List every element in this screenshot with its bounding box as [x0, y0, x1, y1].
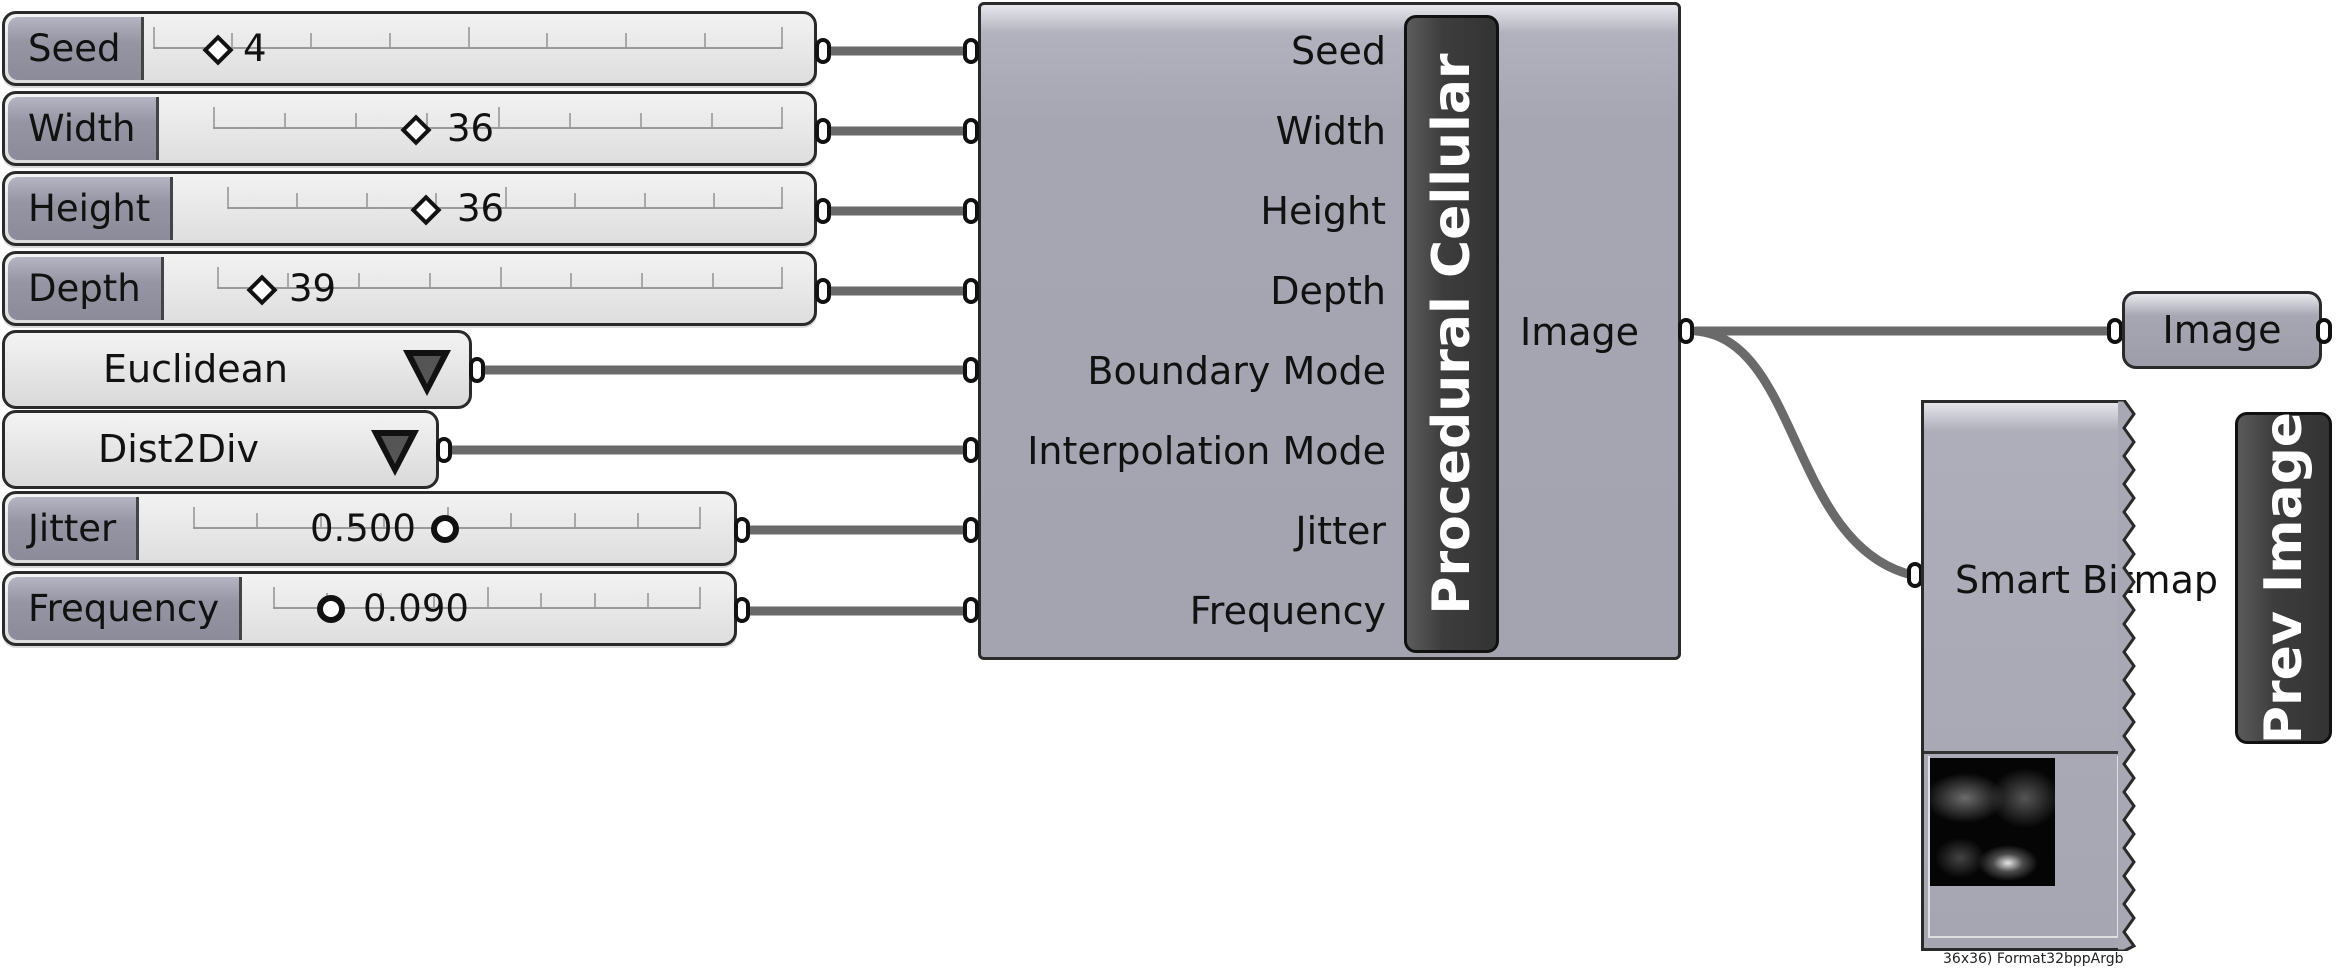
input-grip[interactable] — [2107, 318, 2123, 344]
slider-value: 36 — [447, 107, 495, 150]
component-title-bar[interactable]: Procedural Cellular — [1404, 15, 1499, 653]
input-width-label: Width — [1275, 109, 1386, 153]
slider-label: Frequency — [8, 577, 243, 640]
output-grip[interactable] — [2316, 318, 2332, 344]
zigzag-edge — [2118, 400, 2137, 951]
slider-label: Height — [8, 177, 174, 240]
slider-label: Jitter — [8, 497, 140, 560]
slider-value: 0.090 — [363, 587, 469, 630]
seed-slider[interactable]: Seed 4 — [2, 11, 817, 86]
dropdown-arrow-icon[interactable] — [371, 430, 419, 476]
input-boundary-mode-label: Boundary Mode — [1087, 349, 1386, 393]
input-height-label: Height — [1260, 189, 1386, 233]
width-slider[interactable]: Width 36 — [2, 91, 817, 166]
jitter-slider[interactable]: Jitter 0.500 — [2, 491, 737, 566]
boundary-mode-value-list[interactable]: Euclidean — [2, 330, 472, 409]
input-interpolation-mode-label: Interpolation Mode — [1027, 429, 1386, 473]
input-grip[interactable] — [963, 118, 979, 144]
value-list-value: Dist2Div — [98, 427, 259, 471]
input-depth-label: Depth — [1270, 269, 1386, 313]
slider-handle[interactable] — [317, 595, 345, 623]
input-grip[interactable] — [963, 597, 979, 623]
input-grip[interactable] — [963, 437, 979, 463]
depth-slider[interactable]: Depth 39 — [2, 251, 817, 326]
procedural-cellular-component[interactable]: Seed Width Height Depth Boundary Mode In… — [978, 2, 1681, 660]
output-grip[interactable] — [734, 597, 750, 623]
slider-value: 39 — [289, 267, 337, 310]
divider — [1924, 751, 2125, 754]
bitmap-preview-image — [1930, 758, 2055, 886]
output-grip[interactable] — [436, 437, 452, 463]
component-title: Procedural Cellular — [1421, 53, 1482, 615]
slider-track[interactable] — [153, 27, 783, 49]
output-grip[interactable] — [815, 118, 831, 144]
smart-bitmap-component[interactable]: Smart Bitmap 36x36) Format32bppArgb — [1921, 400, 2218, 967]
prev-image-component[interactable]: Prev Image — [2235, 412, 2332, 744]
dropdown-arrow-icon[interactable] — [403, 350, 451, 396]
frequency-slider[interactable]: Frequency 0.090 — [2, 571, 737, 646]
image-parameter-label: Image — [2162, 308, 2282, 352]
input-grip[interactable] — [963, 357, 979, 383]
slider-value: 36 — [457, 187, 505, 230]
slider-label: Depth — [8, 257, 164, 320]
slider-value: 0.500 — [310, 507, 416, 550]
output-grip[interactable] — [1678, 318, 1694, 344]
smart-bitmap-label: Smart Bitmap — [1955, 558, 2218, 602]
output-grip[interactable] — [815, 38, 831, 64]
slider-track[interactable] — [217, 267, 783, 289]
prev-image-label: Prev Image — [2253, 411, 2314, 745]
bitmap-caption: 36x36) Format32bppArgb — [1943, 951, 2124, 967]
input-frequency-label: Frequency — [1189, 589, 1386, 633]
output-grip[interactable] — [815, 278, 831, 304]
slider-label: Seed — [8, 17, 144, 80]
slider-handle[interactable] — [431, 515, 459, 543]
value-list-value: Euclidean — [103, 347, 288, 391]
input-seed-label: Seed — [1291, 29, 1386, 73]
slider-value: 4 — [243, 27, 267, 70]
input-grip[interactable] — [963, 198, 979, 224]
output-image-label: Image — [1520, 310, 1640, 354]
height-slider[interactable]: Height 36 — [2, 171, 817, 246]
slider-label: Width — [8, 97, 159, 160]
input-jitter-label: Jitter — [1295, 509, 1386, 553]
input-grip[interactable] — [963, 38, 979, 64]
slider-track[interactable] — [213, 107, 783, 129]
input-grip[interactable] — [963, 278, 979, 304]
output-grip[interactable] — [734, 517, 750, 543]
output-grip[interactable] — [815, 198, 831, 224]
slider-track[interactable] — [227, 187, 783, 209]
image-parameter[interactable]: Image — [2122, 291, 2322, 369]
interpolation-mode-value-list[interactable]: Dist2Div — [2, 410, 439, 489]
input-grip[interactable] — [963, 517, 979, 543]
output-grip[interactable] — [469, 357, 485, 383]
